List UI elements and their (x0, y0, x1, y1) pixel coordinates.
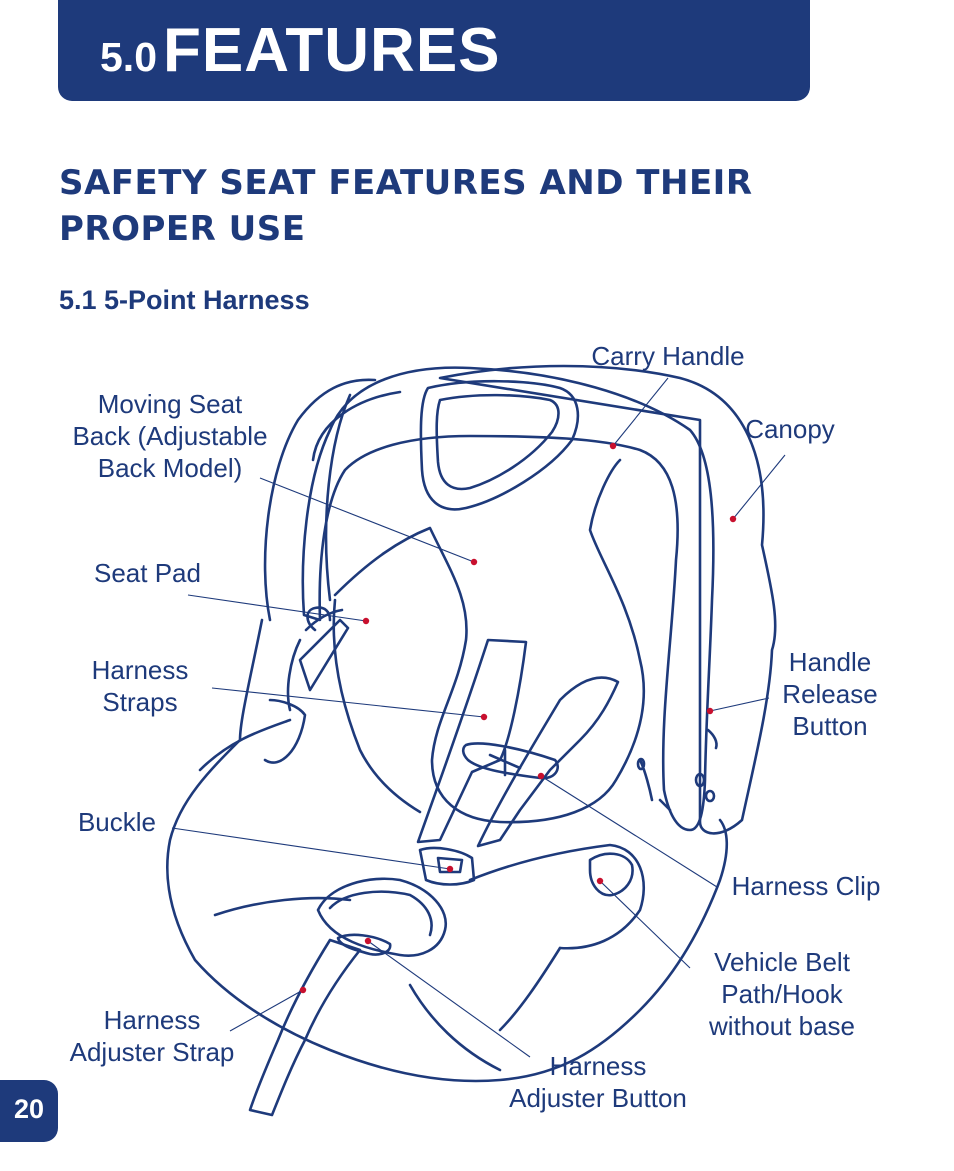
callout-dot-vehicle-belt-path (597, 878, 603, 884)
callout-dot-carry-handle (610, 443, 616, 449)
callout-dot-buckle (447, 866, 453, 872)
callout-dot-harness-straps (481, 714, 487, 720)
leader-line-buckle (172, 828, 450, 869)
callout-vehicle-belt-path: Vehicle Belt Path/Hook without base (690, 946, 874, 1042)
callout-handle-release-button: Handle Release Button (768, 646, 892, 742)
callout-canopy: Canopy (730, 413, 850, 445)
callout-dot-harness-clip (538, 773, 544, 779)
callout-dot-adjuster-button (365, 938, 371, 944)
callout-dot-adjuster-strap (300, 987, 306, 993)
leader-line-handle-release (710, 698, 769, 711)
page-number: 20 (0, 1094, 58, 1125)
callout-harness-adjuster-button: Harness Adjuster Button (492, 1050, 704, 1114)
harness-clip-shape (463, 743, 558, 778)
crotch-pad-shape (318, 879, 446, 956)
page-number-tab: 20 (0, 1080, 58, 1142)
leader-line-adjuster-button (368, 941, 530, 1057)
callout-harness-straps: Harness Straps (70, 654, 210, 718)
leader-line-seat-pad (188, 595, 366, 621)
callout-harness-clip: Harness Clip (718, 870, 894, 902)
callout-dot-handle-release (707, 708, 713, 714)
callout-dot-seat-pad (363, 618, 369, 624)
adjuster-strap-shape (250, 940, 360, 1115)
callout-buckle: Buckle (65, 806, 169, 838)
callout-moving-seat-back: Moving Seat Back (Adjustable Back Model) (55, 388, 285, 484)
callout-seat-pad: Seat Pad (80, 557, 215, 589)
callout-carry-handle: Carry Handle (568, 340, 768, 372)
leader-line-seat-back (260, 478, 474, 562)
callout-dot-canopy (730, 516, 736, 522)
leader-line-vehicle-belt-path (600, 881, 690, 968)
leader-line-harness-clip (541, 776, 717, 887)
callout-harness-adjuster-strap: Harness Adjuster Strap (55, 1004, 249, 1068)
belt-hook-shape (590, 854, 633, 896)
callout-dot-seat-back (471, 559, 477, 565)
